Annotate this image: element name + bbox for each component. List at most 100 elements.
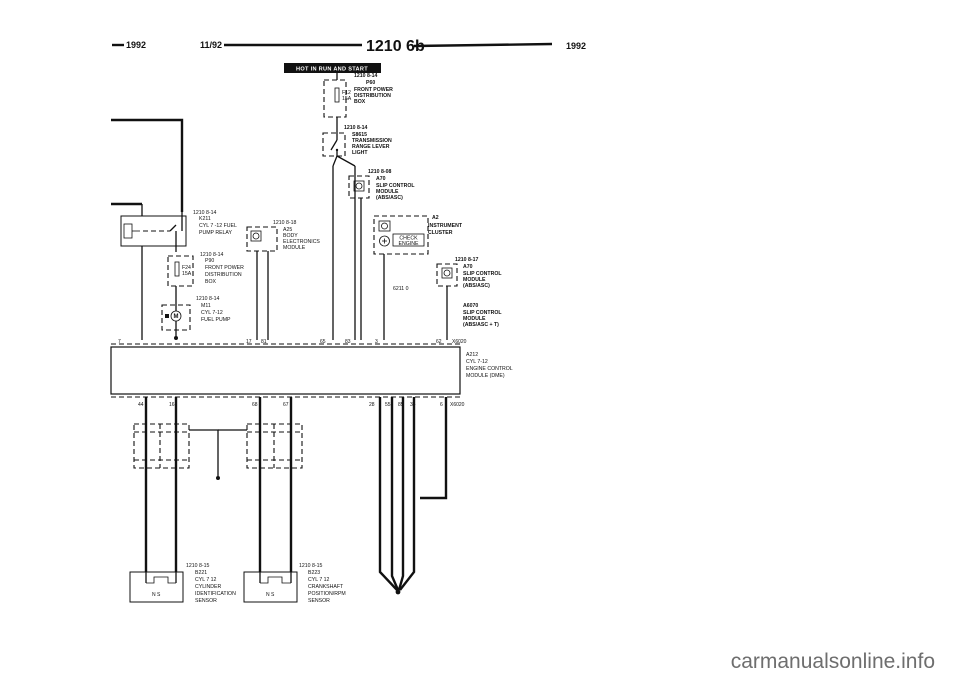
f12-ref: 1210 8-14 (354, 73, 377, 79)
shield-left (133, 423, 190, 469)
f12-code: P60 (366, 80, 375, 86)
a2-code: A2 (432, 215, 439, 221)
a6070-line2: MODULE (463, 316, 486, 322)
pin-label: 16 (169, 402, 175, 408)
b223-ref: 1210 8-15 (299, 563, 322, 569)
fuse-f12: F12 15A 1210 8-14 P60 FRONT POWER DISTRI… (323, 73, 393, 118)
a70-right-line2: MODULE (463, 277, 486, 283)
m11-line2: FUEL PUMP (201, 317, 231, 323)
ground-symbol (216, 476, 220, 480)
pump-motor-symbol: M (174, 314, 179, 320)
b221-line4: SENSOR (195, 598, 217, 604)
k211-code: K211 (199, 216, 211, 222)
ground-bundle (378, 397, 448, 595)
pin-label: 55 (385, 402, 391, 408)
fuse-f24-amp: 15A (182, 271, 192, 277)
a70-right-line3: (ABS/ASC) (463, 283, 490, 289)
a2-line1: INSTRUMENT (428, 223, 463, 229)
shield-right (246, 423, 303, 469)
a6070-code: A6070 (463, 303, 478, 309)
connector-top-name: X6020 (452, 339, 467, 345)
s8615-ref: 1210 8-14 (344, 125, 367, 131)
a6070-line1: SLIP CONTROL (463, 310, 502, 316)
m11-code: M11 (201, 303, 211, 309)
pin-label: 83 (345, 339, 351, 345)
a6070-line3: (ABS/ASC + T) (463, 322, 499, 328)
ecm-a212: A212 CYL 7-12 ENGINE CONTROL MODULE (DME… (110, 343, 513, 398)
ground-symbol (395, 589, 401, 595)
pin-label: 28 (369, 402, 375, 408)
f24-line1: FRONT POWER (205, 265, 244, 271)
module-a70-top: 1210 8-08 A70 SLIP CONTROL MODULE (ABS/A… (348, 169, 415, 340)
relay-k211: 1210 8-14 K211 CYL 7 -12 FUEL PUMP RELAY (120, 210, 237, 252)
m11-line1: CYL 7-12 (201, 310, 223, 316)
k211-line2: PUMP RELAY (199, 230, 233, 236)
b221-ref: 1210 8-15 (186, 563, 209, 569)
module-a70-right: 1210 8-17 A70 SLIP CONTROL MODULE (ABS/A… (436, 257, 502, 340)
f24-code: P90 (205, 258, 214, 264)
b221-line3: IDENTIFICATION (195, 591, 236, 597)
k211-ref: 1210 8-14 (193, 210, 216, 216)
f24-ref: 1210 8-14 (200, 252, 223, 258)
a25-line1: BODY (283, 233, 298, 239)
a70-right-line1: SLIP CONTROL (463, 271, 502, 277)
b223-line2: CRANKSHAFT (308, 584, 344, 590)
b221-line1: CYL 7 12 (195, 577, 217, 583)
s8615-code: S8615 (352, 132, 367, 138)
a25-ref: 1210 8-18 (273, 220, 296, 226)
pin-label: 62 (436, 339, 442, 345)
a212-line2: ENGINE CONTROL (466, 366, 513, 372)
pin-label: 3 (375, 339, 378, 345)
pin-label: 17 (246, 339, 252, 345)
pin-label: 7 (118, 339, 121, 345)
b223-code: B223 (308, 570, 320, 576)
fuse-f12-name: F12 (342, 90, 351, 96)
b221-magnet-label: N S (152, 592, 161, 598)
connector-top: 7 17 81 65 83 3 62 X6020 (118, 339, 467, 345)
pin-label: 81 (261, 339, 267, 345)
pin-label: 65 (320, 339, 326, 345)
a70-top-line3: (ABS/ASC) (376, 195, 403, 201)
a70-top-line2: MODULE (376, 189, 399, 195)
k211-line1: CYL 7 -12 FUEL (199, 223, 237, 229)
b223-line1: CYL 7 12 (308, 577, 330, 583)
f12-line2: DISTRIBUTION (354, 93, 391, 99)
pin-label: 68 (252, 402, 258, 408)
a70-top-ref: 1210 8-08 (368, 169, 391, 175)
switch-s8615: 1210 8-14 S8615 TRANSMISSION RANGE LEVER… (322, 125, 392, 157)
s8615-line1: TRANSMISSION (352, 138, 392, 144)
a2-line2: CLUSTER (428, 230, 453, 236)
b223-line4: SENSOR (308, 598, 330, 604)
connector-bottom-name: X6020 (450, 402, 465, 408)
revision-date: 11/92 (200, 40, 222, 50)
check-engine-line1: CHECK (399, 236, 418, 242)
a212-line1: CYL 7-12 (466, 359, 488, 365)
s8615-line2: RANGE LEVER (352, 144, 390, 150)
pin-label: 67 (283, 402, 289, 408)
ground-symbol (174, 336, 178, 340)
module-a25: 1210 8-18 A25 BODY ELECTRONICS MODULE (246, 220, 320, 340)
page-number: 1210 6b (366, 38, 425, 55)
f24-line2: DISTRIBUTION (205, 272, 242, 278)
a212-code: A212 (466, 352, 478, 358)
s8615-line3: LIGHT (352, 150, 368, 156)
sensor-b221: N S 1210 8-15 B221 CYL 7 12 CYLINDER IDE… (129, 563, 236, 604)
f12-line3: BOX (354, 99, 366, 105)
a70-right-code: A70 (463, 264, 473, 270)
b221-code: B221 (195, 570, 207, 576)
f24-line3: BOX (205, 279, 216, 285)
m11-ref: 1210 8-14 (196, 296, 219, 302)
fuse-f12-amp: 15A (342, 96, 352, 102)
hot-in-run-label: HOT IN RUN AND START (296, 67, 368, 73)
f12-line1: FRONT POWER (354, 87, 393, 93)
connector-bottom: 44 16 68 67 28 55 85 34 6 X6020 (138, 402, 465, 408)
b223-magnet-label: N S (266, 592, 275, 598)
a212-line3: MODULE (DME) (466, 373, 505, 379)
power-source-banner: HOT IN RUN AND START (284, 63, 381, 73)
a70-right-ref: 1210 8-17 (455, 257, 478, 263)
left-year: 1992 (126, 40, 146, 50)
fuse-f24-name: F24 (182, 265, 191, 271)
a25-line2: ELECTRONICS (283, 239, 320, 245)
b221-line2: CYLINDER (195, 584, 221, 590)
